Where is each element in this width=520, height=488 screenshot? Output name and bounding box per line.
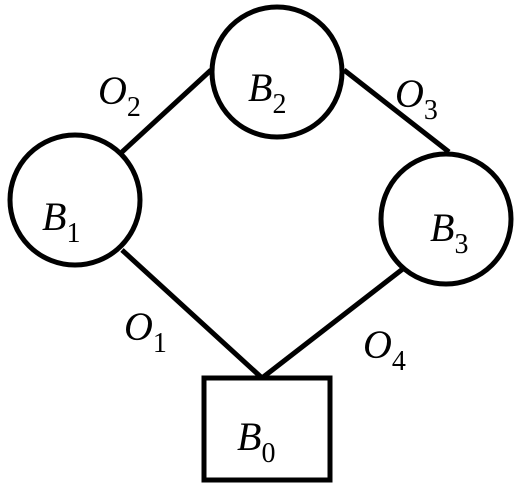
edge-o3 <box>342 68 451 154</box>
node-b3-label: B3 <box>430 205 468 260</box>
node-b1-circle <box>7 132 143 268</box>
edge-o3-index: 3 <box>424 95 438 126</box>
edge-o2-index: 2 <box>127 92 141 123</box>
edge-o2-label: O2 <box>98 68 141 123</box>
edge-o3-letter: O <box>395 71 424 116</box>
edge-o1-letter: O <box>124 304 153 349</box>
edge-o4-label: O4 <box>363 322 406 377</box>
node-b3-letter: B <box>430 205 454 250</box>
node-b2-letter: B <box>248 65 272 110</box>
node-b0-label: B0 <box>237 414 275 469</box>
node-b0-box <box>201 375 333 483</box>
edge-o4 <box>260 266 406 380</box>
edge-o4-index: 4 <box>392 346 406 377</box>
node-b0-index: 0 <box>261 438 275 469</box>
edge-o2-letter: O <box>98 68 127 113</box>
node-b1-index: 1 <box>66 218 80 249</box>
node-b2-index: 2 <box>272 89 286 120</box>
node-b1-label: B1 <box>42 194 80 249</box>
node-b1-letter: B <box>42 194 66 239</box>
node-b3-index: 3 <box>454 229 468 260</box>
node-b2-label: B2 <box>248 65 286 120</box>
node-b0-letter: B <box>237 414 261 459</box>
node-b3-circle <box>378 151 514 287</box>
edge-o1-label: O1 <box>124 304 167 359</box>
edge-o4-letter: O <box>363 322 392 367</box>
edge-o1-index: 1 <box>153 328 167 359</box>
edge-o3-label: O3 <box>395 71 438 126</box>
edge-o1 <box>120 248 264 380</box>
node-b2-circle <box>209 4 345 140</box>
edge-o2 <box>120 68 213 154</box>
